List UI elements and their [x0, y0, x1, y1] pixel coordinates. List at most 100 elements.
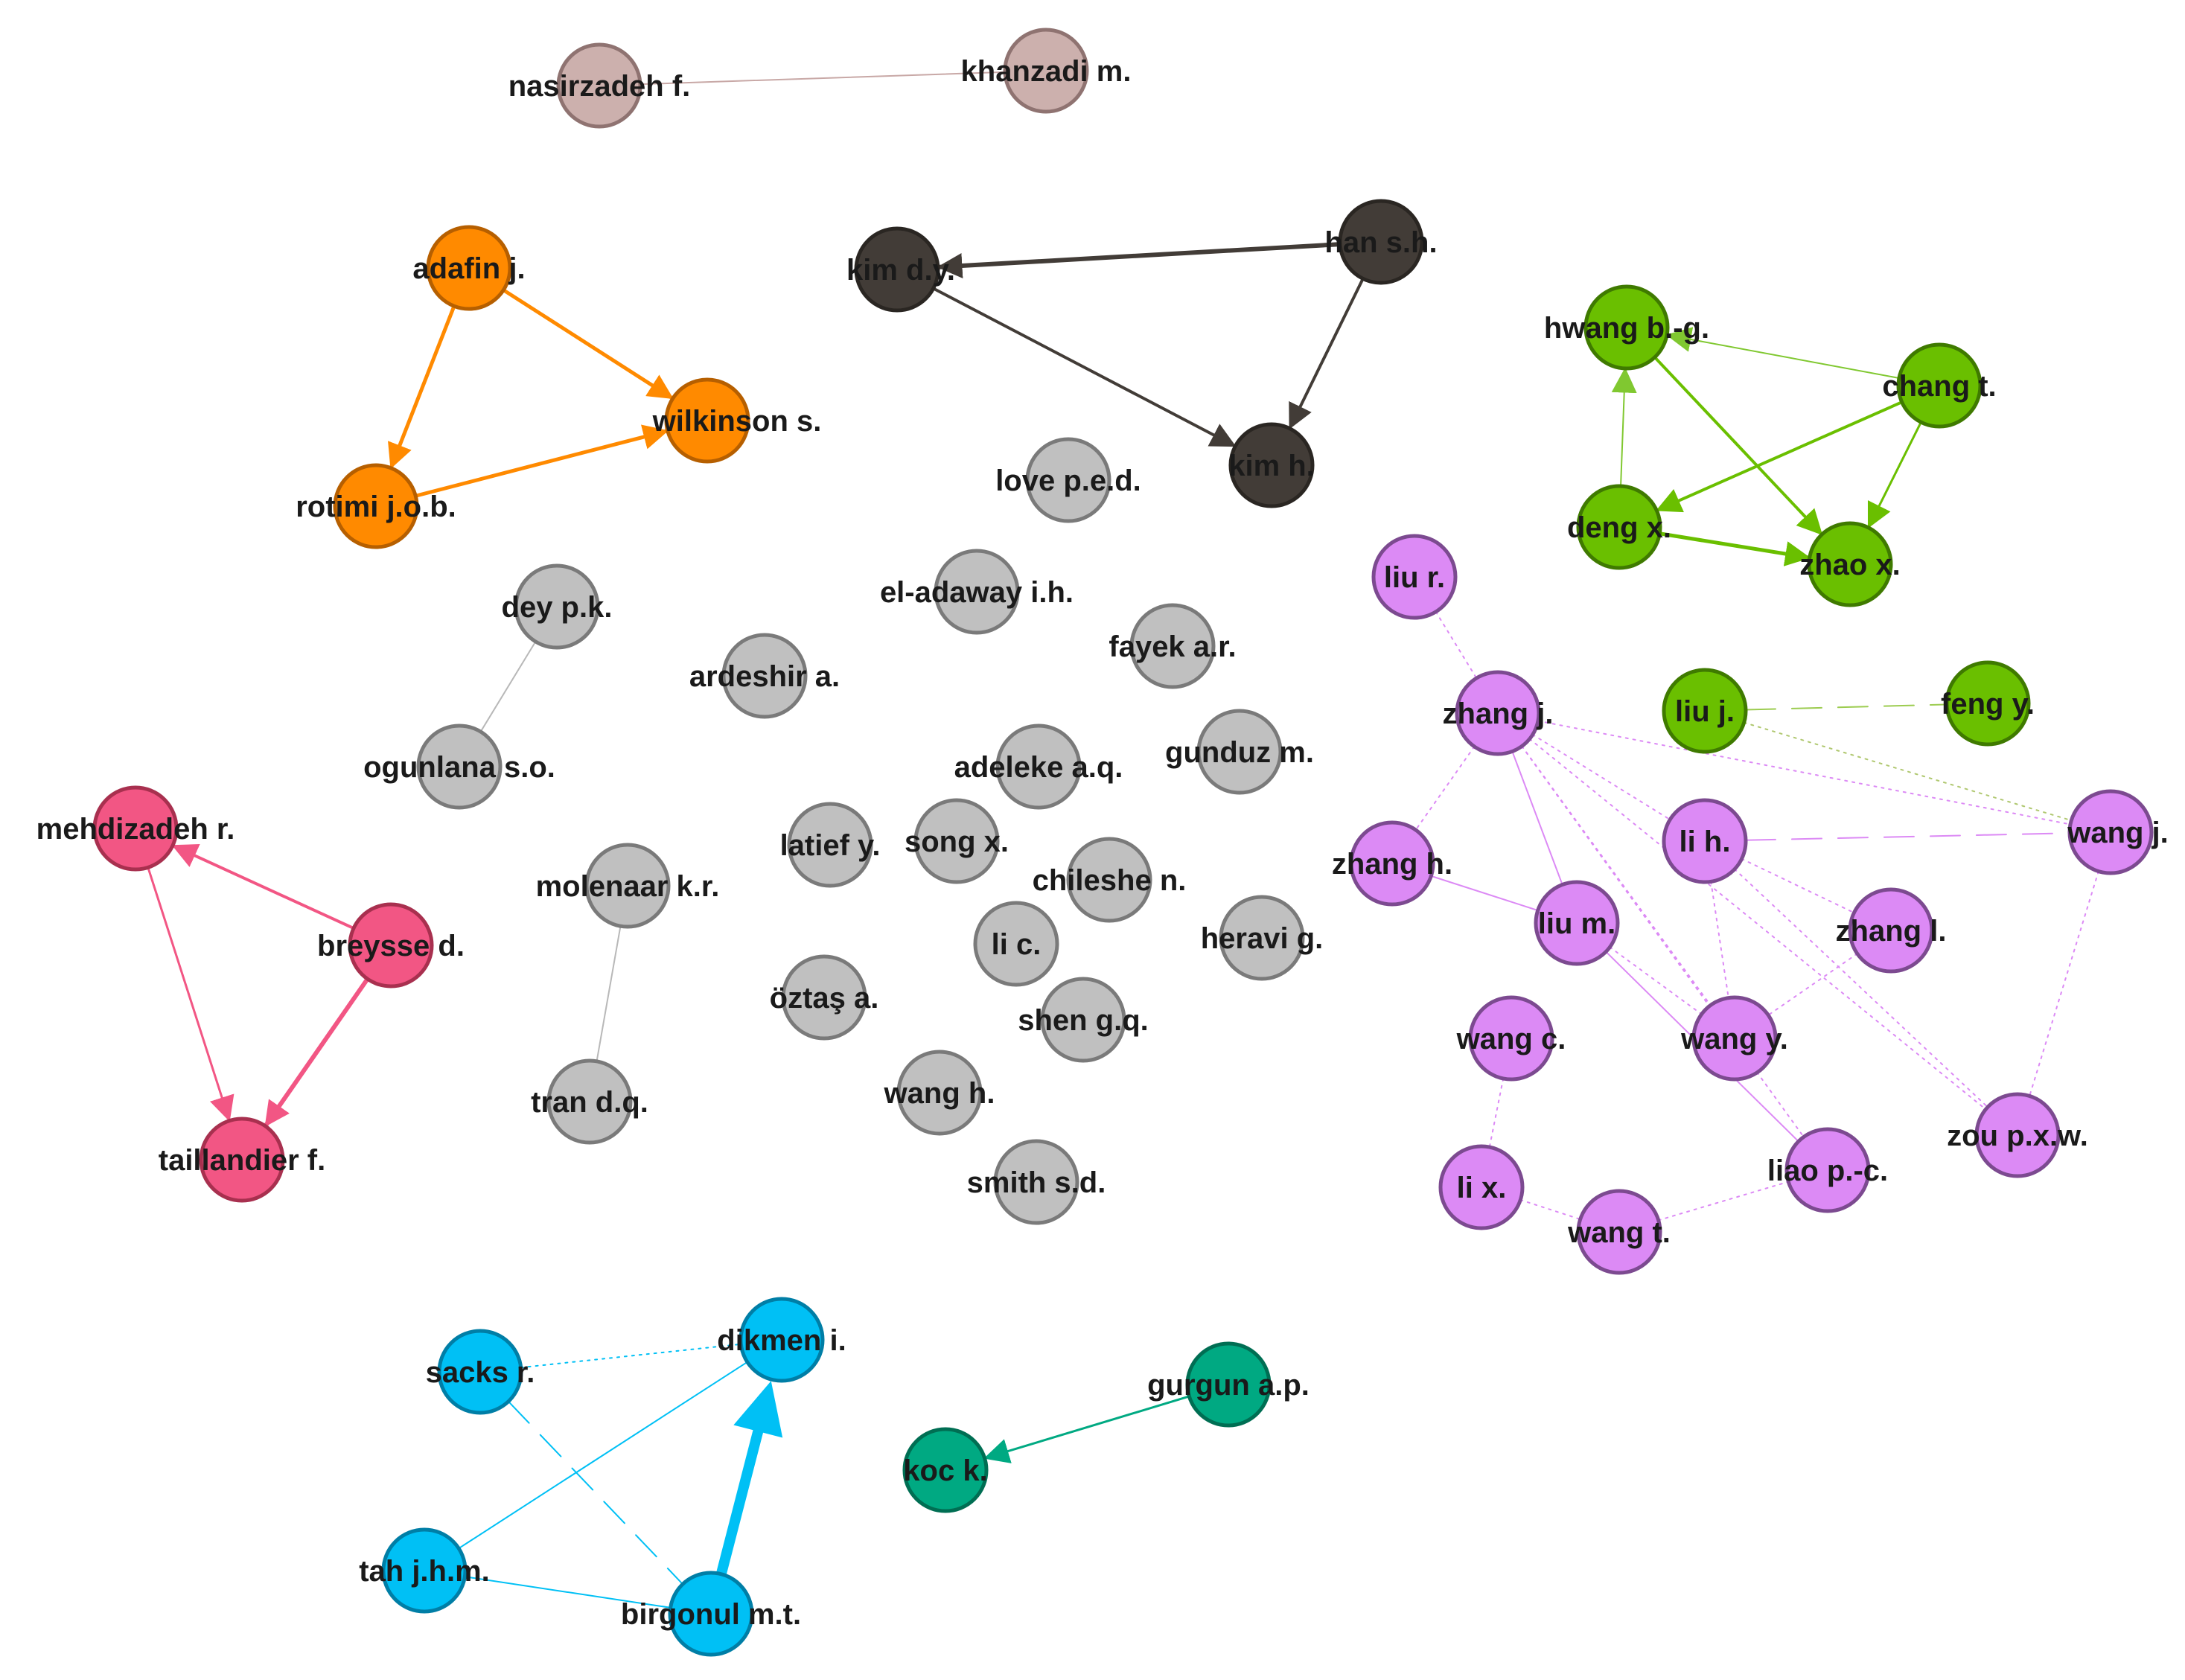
edge-hansh-kimh [1289, 277, 1365, 429]
node-circle [1438, 1144, 1525, 1230]
node-circle [1784, 1127, 1871, 1213]
node-feng: feng y. [1941, 660, 2035, 747]
node-shen: shen g.q. [1018, 977, 1149, 1063]
node-sacks: sacks r. [426, 1329, 535, 1415]
node-label: birgonul m.t. [621, 1598, 801, 1631]
edge-zhangj-lium [1511, 750, 1563, 884]
node-liao: liao p.-c. [1767, 1127, 1888, 1213]
node-circle [739, 1297, 825, 1383]
node-circle [1534, 880, 1620, 966]
edge-rotimi-wilkinson [413, 424, 669, 498]
node-circle [1807, 521, 1893, 607]
node-circle [92, 785, 179, 872]
node-label: khanzadi m. [961, 55, 1132, 88]
node-label: liu j. [1675, 695, 1735, 728]
node-circle [854, 226, 940, 313]
node-circle [1691, 995, 1778, 1082]
node-koc: koc k. [902, 1427, 989, 1513]
node-wilkinson: wilkinson s. [652, 377, 821, 464]
node-kimh: kim h. [1228, 422, 1315, 508]
edge-zhangh-lium [1430, 875, 1537, 911]
node-label: latief y. [780, 829, 881, 862]
node-circle [995, 724, 1082, 810]
edge-hwang-zhao [1653, 356, 1823, 536]
node-label: feng y. [1941, 688, 2035, 721]
node-circle [1583, 284, 1670, 371]
node-circle [1455, 670, 1541, 756]
node-circle [1662, 668, 1748, 754]
node-circle [1338, 199, 1424, 285]
edge-zhangj-zhangh [1415, 745, 1476, 830]
node-liur: liu r. [1371, 534, 1458, 620]
node-lix: li x. [1438, 1144, 1525, 1230]
node-breysse: breysse d. [317, 902, 465, 988]
node-mehdizadeh: mehdizadeh r. [36, 785, 235, 872]
edge-lih-wangj [1744, 832, 2070, 841]
node-label: zhang l. [1836, 915, 1947, 948]
node-circle [902, 1427, 989, 1513]
node-wangy: wang y. [1680, 995, 1788, 1082]
node-circle [426, 225, 512, 311]
node-circle [1974, 1092, 2061, 1178]
node-kimdy: kim d.y. [846, 226, 955, 313]
node-gunduz: gunduz m. [1165, 709, 1314, 795]
node-nasirzadeh: nasirzadeh f. [508, 42, 691, 129]
edge-sacks-dikmen [520, 1344, 741, 1369]
node-circle [1066, 837, 1152, 923]
node-label: li c. [992, 928, 1042, 961]
edge-adafin-wilkinson [501, 288, 674, 400]
node-label: sacks r. [426, 1356, 535, 1389]
node-molenaar: molenaar k.r. [536, 843, 720, 929]
node-label: koc k. [903, 1454, 987, 1487]
node-lium: liu m. [1534, 880, 1620, 966]
node-label: li x. [1457, 1172, 1507, 1204]
node-zhangj: zhang j. [1443, 670, 1554, 756]
node-label: gurgun a.p. [1147, 1369, 1310, 1402]
node-adafin: adafin j. [412, 225, 526, 311]
node-label: tah j.h.m. [359, 1555, 490, 1588]
node-circle [546, 1058, 633, 1145]
node-label: dey p.k. [502, 591, 613, 624]
node-circle [1040, 977, 1126, 1063]
edge-lih-zhangl [1741, 857, 1854, 913]
node-lih: li h. [1662, 798, 1748, 884]
edge-nasirzadeh-khanzadi [639, 71, 1005, 86]
edges-layer [147, 71, 2099, 1609]
node-circle [1468, 995, 1554, 1082]
node-khanzadi: khanzadi m. [961, 28, 1132, 114]
node-deng: deng x. [1567, 484, 1671, 570]
node-rotimi: rotimi j.o.b. [296, 463, 456, 549]
node-dey: dey p.k. [502, 563, 613, 650]
node-label: nasirzadeh f. [508, 70, 691, 103]
node-circle [1196, 709, 1283, 795]
node-label: wang t. [1567, 1216, 1671, 1249]
node-hansh: han s.h. [1324, 199, 1438, 285]
node-wangt: wang t. [1567, 1189, 1671, 1275]
edge-breysse-mehdizadeh [171, 844, 355, 930]
edge-breysse-taillandier [264, 977, 370, 1128]
edge-lih-zou [1734, 868, 1988, 1107]
edge-zhangl-wangy [1768, 953, 1858, 1015]
node-label: ardeshir a. [689, 660, 840, 693]
node-label: molenaar k.r. [536, 870, 720, 903]
edge-tah-dikmen [458, 1361, 747, 1550]
node-label: adeleke a.q. [954, 751, 1123, 784]
node-circle [664, 377, 750, 464]
node-smith: smith s.d. [967, 1139, 1106, 1225]
node-label: zhang j. [1443, 697, 1554, 730]
node-zou: zou p.x.w. [1947, 1092, 2088, 1178]
node-liuj: liu j. [1662, 668, 1748, 754]
node-label: hwang b.-g. [1544, 312, 1709, 345]
node-label: wang y. [1680, 1023, 1788, 1055]
node-label: liu r. [1384, 561, 1445, 594]
node-circle [1228, 422, 1315, 508]
node-circle [514, 563, 600, 650]
node-label: rotimi j.o.b. [296, 491, 456, 523]
edge-chang-hwang [1665, 327, 1900, 379]
edge-kimdy-kimh [931, 287, 1237, 447]
node-wangh: wang h. [884, 1050, 995, 1136]
node-circle [437, 1329, 523, 1415]
node-tran: tran d.q. [531, 1058, 648, 1145]
